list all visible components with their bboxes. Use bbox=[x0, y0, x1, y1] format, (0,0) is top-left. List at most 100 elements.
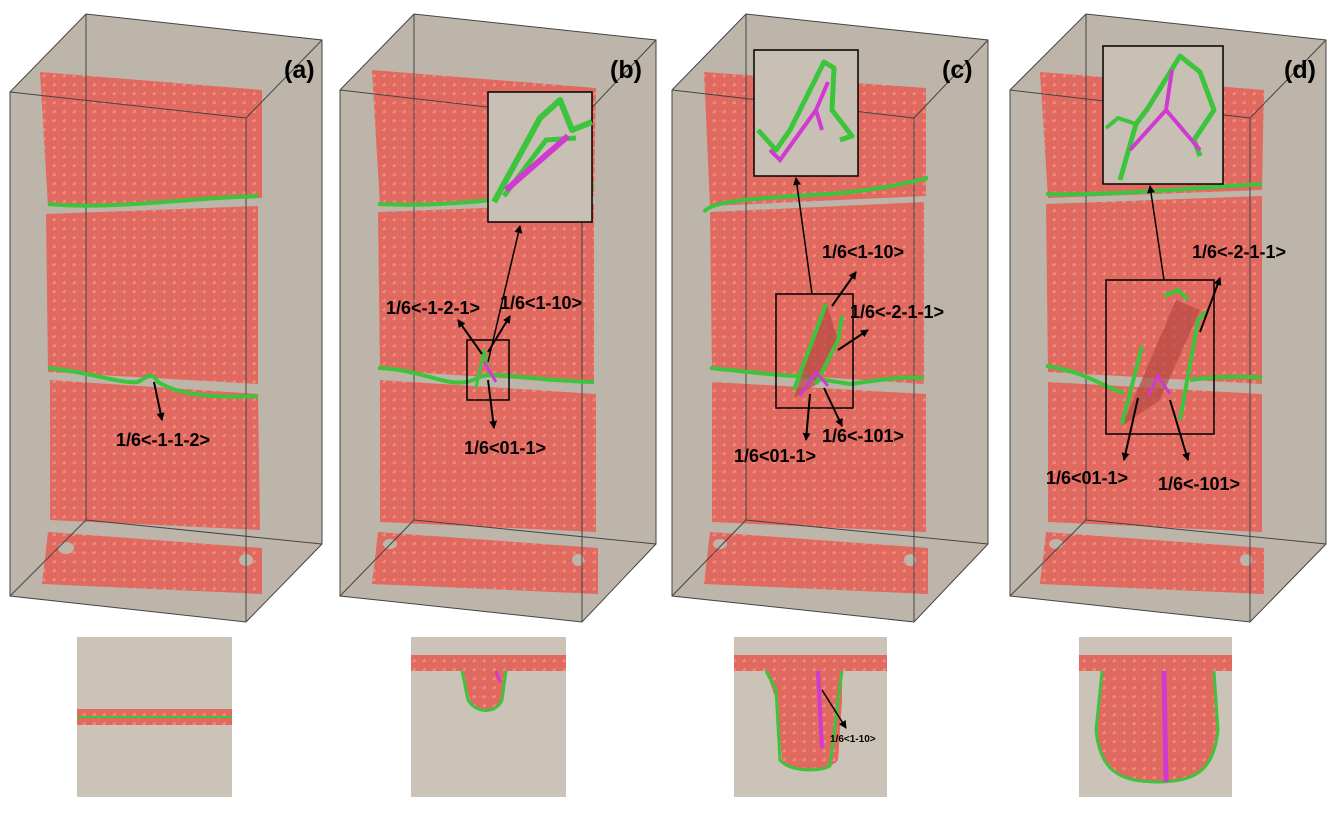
box-edge bbox=[1085, 519, 1327, 545]
box-edge bbox=[9, 91, 247, 119]
burgers-vector-arrow bbox=[1169, 399, 1190, 461]
stair-rod bbox=[494, 670, 502, 683]
burgers-vector-label: 1/6<1-10> bbox=[830, 734, 876, 745]
zoom-region bbox=[775, 293, 854, 409]
atom-slab-middle bbox=[1046, 196, 1262, 384]
inset-stair-rod bbox=[1128, 69, 1202, 152]
partial-loop-atoms bbox=[462, 671, 506, 711]
partial-dislocation bbox=[792, 303, 828, 391]
zoom-pointer-arrow bbox=[1147, 185, 1165, 281]
inset-stair-rod bbox=[814, 81, 830, 111]
box-edge bbox=[913, 39, 989, 119]
dislocation-line-upper bbox=[702, 176, 929, 214]
stair-rod bbox=[816, 670, 824, 749]
inset-partial bbox=[1104, 115, 1137, 130]
atom-slab-lower bbox=[380, 380, 596, 532]
zoom-inset bbox=[753, 49, 859, 177]
atom-slab-base bbox=[42, 532, 262, 594]
atom-layer bbox=[734, 655, 887, 671]
zoom-pointer-arrow bbox=[792, 177, 813, 295]
void bbox=[1049, 539, 1063, 549]
inset-stair-rod bbox=[504, 133, 570, 193]
burgers-vector-arrow bbox=[1199, 277, 1222, 333]
dislocation-line bbox=[460, 670, 508, 712]
box-edge bbox=[1009, 519, 1087, 597]
atom-slab-top bbox=[40, 72, 262, 206]
dislocation-line bbox=[1094, 670, 1220, 784]
void bbox=[904, 554, 916, 566]
burgers-vector-label: 1/6<1-10> bbox=[500, 293, 582, 313]
inset-partial bbox=[756, 59, 855, 153]
zoom-region bbox=[466, 339, 510, 401]
bottom-view-b bbox=[411, 637, 566, 797]
partial-loop-atoms bbox=[1096, 671, 1218, 782]
box-edge bbox=[339, 519, 415, 597]
partial-dislocation bbox=[1120, 345, 1144, 425]
burgers-vector-arrow bbox=[821, 689, 847, 729]
box-edge bbox=[745, 519, 989, 545]
atom-slab-lower bbox=[1048, 382, 1262, 532]
panel-a: (a) 1/6<-1-1-2> bbox=[9, 13, 323, 623]
zoom-pointer-arrow bbox=[487, 225, 523, 363]
burgers-vector-arrow bbox=[802, 393, 811, 441]
stair-rod bbox=[1161, 670, 1169, 783]
burgers-vector-label: 1/6<-101> bbox=[1158, 474, 1240, 494]
stacking-fault bbox=[1122, 300, 1200, 426]
burgers-vector-arrow bbox=[153, 381, 165, 421]
void bbox=[58, 542, 74, 554]
stacking-fault bbox=[794, 302, 838, 398]
panel-label: (a) bbox=[284, 56, 315, 84]
box-edge bbox=[671, 519, 747, 597]
box-edge bbox=[1249, 39, 1327, 119]
void bbox=[713, 539, 727, 549]
dislocation-line-lower bbox=[47, 366, 259, 399]
stair-rod bbox=[798, 369, 830, 397]
inset-stair-rod bbox=[768, 105, 824, 164]
void bbox=[572, 554, 584, 566]
burgers-vector-label: 1/6<-2-1-1> bbox=[850, 302, 944, 322]
burgers-vector-arrow bbox=[831, 271, 857, 307]
bottom-view-d bbox=[1079, 637, 1232, 797]
atom-slab-lower bbox=[712, 382, 926, 532]
burgers-vector-label: 1/6<-101> bbox=[822, 426, 904, 446]
burgers-vector-label: 1/6<01-1> bbox=[1046, 468, 1128, 488]
burgers-vector-arrow bbox=[1121, 397, 1139, 461]
atom-slab-lower bbox=[50, 380, 260, 530]
box-edge bbox=[413, 519, 657, 545]
atom-slab-middle bbox=[710, 202, 924, 384]
box-edge bbox=[85, 519, 323, 545]
burgers-vector-label: 1/6<1-10> bbox=[822, 242, 904, 262]
atom-slab-base bbox=[704, 532, 928, 594]
panel-label: (b) bbox=[610, 56, 642, 84]
burgers-vector-arrow bbox=[457, 319, 483, 355]
burgers-vector-label: 1/6<-1-1-2> bbox=[116, 430, 210, 450]
panel-label: (c) bbox=[942, 56, 973, 84]
bottom-view-c: 1/6<1-10> bbox=[734, 637, 887, 797]
inset-partial bbox=[1117, 53, 1217, 181]
atom-layer bbox=[411, 655, 566, 671]
panel-label: (d) bbox=[1284, 56, 1316, 84]
panel-b: (b) 1/6<-1-2-1> 1/6<1-10> 1/6<01-1> bbox=[339, 13, 657, 623]
stair-rod bbox=[1146, 373, 1172, 397]
stair-rod bbox=[482, 361, 498, 383]
burgers-vector-arrow bbox=[837, 329, 869, 351]
panel-d: (d) 1/6<-2-1-1> 1/6<01-1> 1/6<-101> bbox=[1009, 13, 1327, 623]
burgers-vector-arrow bbox=[487, 315, 511, 353]
atom-slab-base bbox=[1040, 532, 1264, 594]
void bbox=[1240, 554, 1252, 566]
partial-dislocation bbox=[814, 315, 844, 385]
burgers-vector-label: 1/6<01-1> bbox=[464, 438, 546, 458]
atom-slab-base bbox=[372, 532, 598, 594]
atom-slab-middle bbox=[46, 206, 258, 384]
burgers-vector-label: 1/6<-2-1-1> bbox=[1192, 242, 1286, 262]
partial-dislocation bbox=[1163, 287, 1190, 302]
bottom-view-a bbox=[77, 637, 232, 797]
atom-slab-middle bbox=[378, 204, 594, 384]
burgers-vector-arrow bbox=[487, 379, 498, 429]
panel-c: (c) 1/6<1-10> 1/6<-2-1-1> 1/6<-101> 1/6<… bbox=[671, 13, 989, 623]
dislocation-line-upper bbox=[47, 194, 259, 208]
burgers-vector-label: 1/6<01-1> bbox=[734, 446, 816, 466]
burgers-vector-label: 1/6<-1-2-1> bbox=[386, 298, 480, 318]
partial-dislocation bbox=[1178, 310, 1208, 421]
